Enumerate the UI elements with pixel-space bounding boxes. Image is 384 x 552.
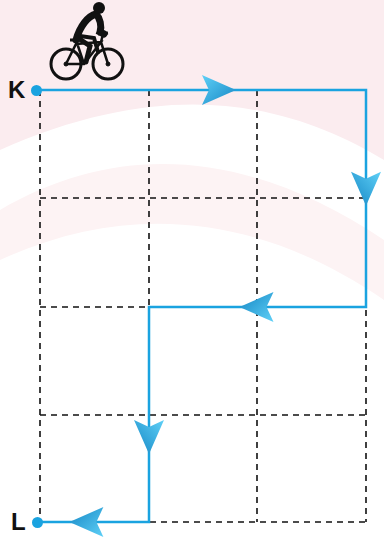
arrow-head	[134, 420, 164, 454]
arrow-head	[351, 172, 381, 206]
point-marker: K	[8, 77, 43, 103]
point-label: K	[8, 78, 25, 102]
point-label: L	[11, 510, 26, 534]
arrow-head	[240, 292, 274, 322]
point-dot	[31, 85, 42, 96]
route-line	[37, 90, 366, 522]
arrow-head	[202, 75, 236, 105]
point-marker: L	[11, 509, 43, 535]
pink-band	[0, 0, 384, 160]
route-path	[37, 75, 381, 537]
pale-band	[0, 164, 384, 300]
arrow-head	[69, 507, 103, 537]
point-dot	[32, 517, 43, 528]
cyclist-icon	[51, 2, 123, 79]
